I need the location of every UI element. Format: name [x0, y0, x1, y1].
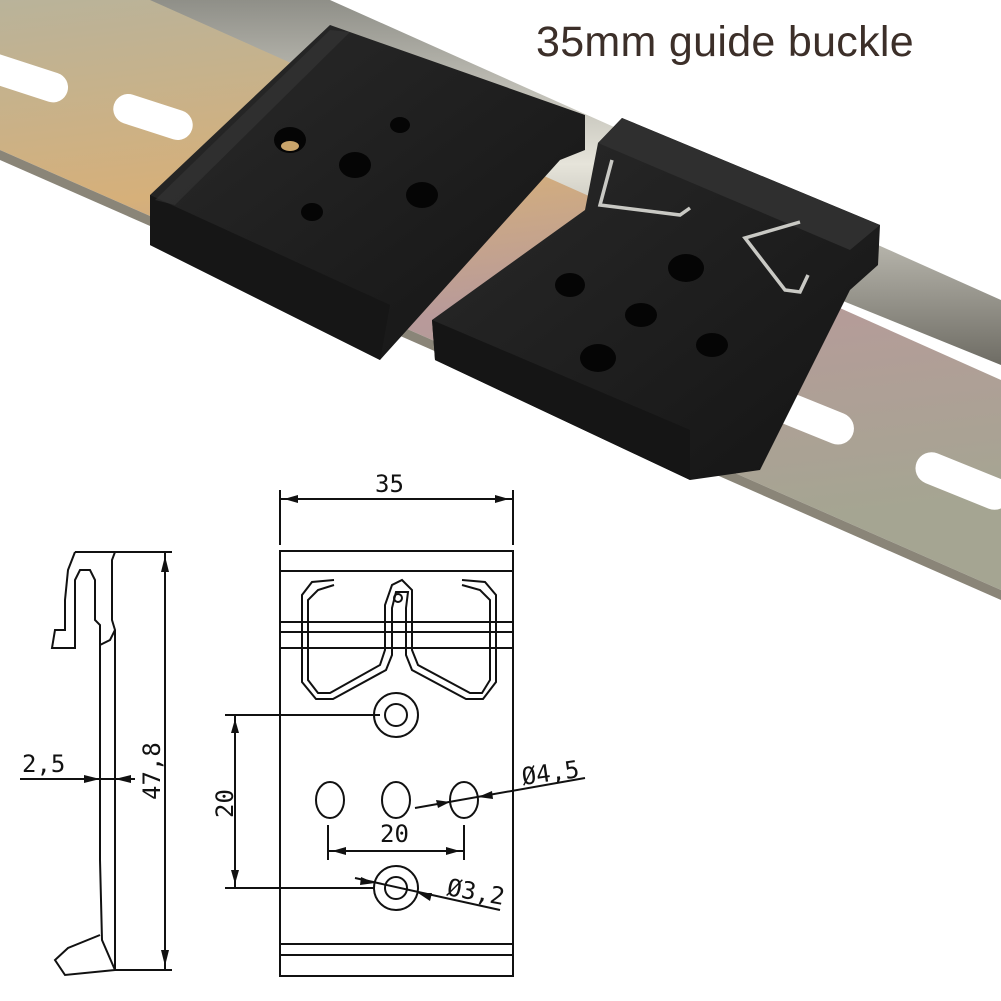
side-view-arrows	[84, 556, 169, 966]
horizontal-spacing-label: 20	[380, 820, 409, 848]
height-dimension-label: 47,8	[138, 742, 166, 800]
large-hole-diameter-label: Ø4,5	[520, 755, 581, 791]
front-view-drawing	[225, 490, 586, 977]
front-view-arrows	[231, 495, 509, 901]
width-dimension-label: 35	[375, 470, 404, 498]
product-title: 35mm guide buckle	[536, 18, 914, 66]
spring-wire	[597, 159, 810, 294]
left-din-clip	[150, 25, 585, 360]
small-hole-diameter-label: Ø3,2	[445, 873, 507, 911]
left-clip-holes	[274, 117, 438, 221]
right-clip-holes	[555, 254, 728, 372]
side-view-drawing	[20, 551, 172, 977]
vertical-spacing-label: 20	[211, 789, 239, 818]
right-din-clip	[432, 118, 880, 480]
thickness-dimension-label: 2,5	[22, 750, 65, 778]
